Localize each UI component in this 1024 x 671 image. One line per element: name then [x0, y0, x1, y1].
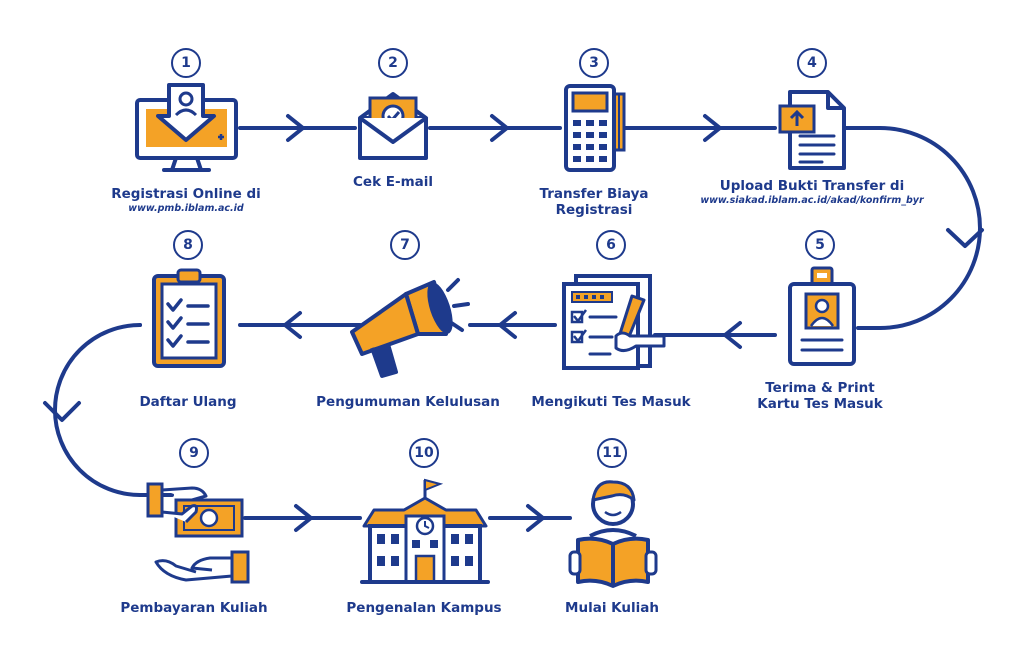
step-label: Upload Bukti Transfer di www.siakad.ibla…	[700, 178, 924, 206]
step-number: 3	[579, 48, 609, 78]
step-number: 2	[378, 48, 408, 78]
step-number: 8	[173, 230, 203, 260]
document-upload-icon	[778, 90, 846, 170]
step-label: Registrasi Online di www.pmb.iblam.ac.id	[111, 186, 261, 214]
payment-terminal-icon	[564, 84, 626, 172]
step-label: Daftar Ulang	[139, 394, 237, 410]
step-number: 5	[805, 230, 835, 260]
step-label: Cek E-mail	[353, 174, 433, 190]
hand-money-icon	[146, 482, 250, 584]
step-label: Terima & Print Kartu Tes Masuk	[757, 380, 883, 412]
step-label: Pembayaran Kuliah	[120, 600, 268, 616]
envelope-check-icon	[358, 92, 428, 160]
test-paper-pencil-icon	[562, 274, 666, 370]
step-number: 9	[179, 438, 209, 468]
step-label: Mengikuti Tes Masuk	[531, 394, 691, 410]
step-number: 6	[596, 230, 626, 260]
student-reading-icon	[568, 480, 658, 588]
step-number: 1	[171, 48, 201, 78]
id-card-icon	[788, 266, 856, 366]
clipboard-checklist-icon	[152, 268, 226, 368]
step-number: 7	[390, 230, 420, 260]
step-label: Pengumuman Kelulusan	[316, 394, 500, 410]
computer-register-icon	[135, 83, 238, 172]
step-label: Mulai Kuliah	[565, 600, 659, 616]
step-label: Transfer Biaya Registrasi	[539, 186, 649, 218]
step-url: www.pmb.iblam.ac.id	[128, 203, 244, 214]
megaphone-icon	[350, 278, 470, 378]
step-label: Pengenalan Kampus	[346, 600, 502, 616]
school-building-icon	[360, 478, 490, 584]
step-number: 10	[409, 438, 439, 468]
step-number: 4	[797, 48, 827, 78]
step-url: www.siakad.iblam.ac.id/akad/konfirm_byr	[700, 195, 924, 206]
step-number: 11	[597, 438, 627, 468]
